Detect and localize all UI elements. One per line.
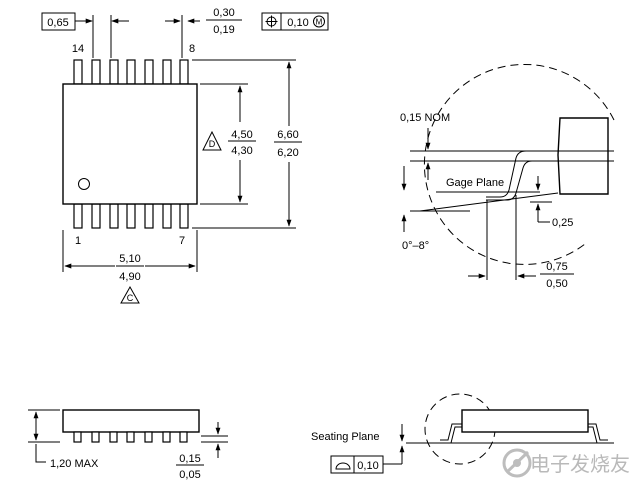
overall-width-max: 6,60 <box>277 129 298 141</box>
overall-width-min: 6,20 <box>277 147 298 159</box>
foot-length-max: 0,75 <box>546 261 567 273</box>
pin <box>162 431 171 443</box>
side-body <box>62 409 200 433</box>
datum-d-triangle <box>202 130 222 151</box>
nom-thickness-label: 0,15 NOM <box>400 112 450 124</box>
body-width-max: 4,50 <box>231 129 252 141</box>
seating-body <box>461 409 589 433</box>
lead-detail-view: 0,15 NOM 0°–8° Gage Plane 0,25 0,75 0,50 <box>400 63 615 290</box>
pin <box>91 431 100 443</box>
pin <box>109 59 119 85</box>
watermark-logo-icon <box>502 448 532 478</box>
pin <box>144 431 153 443</box>
position-tolerance-frame <box>261 12 329 31</box>
pin <box>73 203 83 229</box>
pin <box>126 203 136 229</box>
pin-1-label: 1 <box>75 235 81 247</box>
standoff-max: 0,15 <box>179 453 200 465</box>
side-view: 1,20 MAX 0,15 0,05 <box>28 409 228 481</box>
gage-height-label: 0,25 <box>552 217 573 229</box>
detail-body <box>557 117 609 195</box>
standoff-min: 0,05 <box>179 469 200 481</box>
side-leads <box>73 431 188 443</box>
pin <box>162 203 172 229</box>
seating-left-lead <box>440 423 462 441</box>
pin <box>91 59 101 85</box>
top-pin-row <box>73 59 189 85</box>
lead-profile <box>486 150 558 198</box>
position-tolerance-value: 0,10 <box>287 17 308 29</box>
seating-view: Seating Plane 0,10 <box>311 393 614 474</box>
pin <box>179 59 189 85</box>
pin-7-label: 7 <box>179 235 185 247</box>
mmc-modifier-icon <box>313 15 325 28</box>
top-view: 0,65 0,30 0,19 0,10 M 14 8 1 7 <box>41 7 329 304</box>
datum-d-letter: D <box>209 139 216 149</box>
pin-1-indicator <box>78 178 90 190</box>
pin <box>162 59 172 85</box>
pin <box>109 203 119 229</box>
watermark: 电子发烧友 <box>502 448 630 478</box>
lead-width-min: 0,19 <box>213 24 234 36</box>
body-length-max: 5,10 <box>119 253 140 265</box>
pin-14-label: 14 <box>72 43 84 55</box>
pin-8-label: 8 <box>189 43 195 55</box>
watermark-text: 电子发烧友 <box>530 453 630 476</box>
pin <box>73 59 83 85</box>
pitch-label: 0,65 <box>47 17 68 29</box>
body-length-min: 4,90 <box>119 271 140 283</box>
pin <box>126 431 135 443</box>
body-width-min: 4,30 <box>231 145 252 157</box>
bottom-pin-row <box>73 203 189 229</box>
flatness-symbol-icon <box>335 462 351 470</box>
datum-c-letter: C <box>127 293 134 303</box>
seating-right-lead <box>588 423 608 441</box>
package-body-top <box>62 83 198 205</box>
seating-plane-label: Seating Plane <box>311 431 380 443</box>
height-max-label: 1,20 MAX <box>50 458 99 470</box>
pin <box>109 431 118 443</box>
pin <box>179 203 189 229</box>
mmc-modifier-letter: M <box>316 18 323 27</box>
lead-width-max: 0,30 <box>213 7 234 19</box>
flatness-value: 0,10 <box>357 460 378 472</box>
pin <box>73 431 82 443</box>
angle-label: 0°–8° <box>402 240 429 252</box>
gage-plane-label: Gage Plane <box>446 177 504 189</box>
datum-c-triangle <box>120 285 140 304</box>
pin <box>91 203 101 229</box>
pin <box>179 431 188 443</box>
foot-length-min: 0,50 <box>546 278 567 290</box>
pin <box>144 203 154 229</box>
pin <box>126 59 136 85</box>
pin <box>144 59 154 85</box>
